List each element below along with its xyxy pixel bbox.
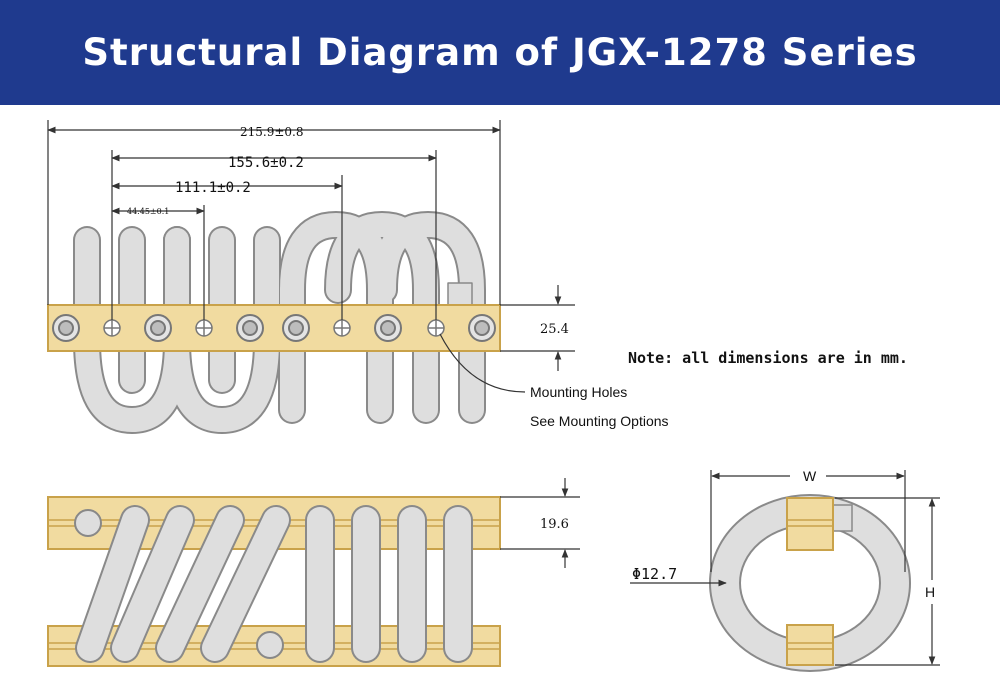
dim-wire-diameter: Φ12.7: [632, 565, 677, 583]
end-lower-block: [786, 624, 834, 666]
dim-side-bar-height: 19.6: [540, 517, 569, 532]
dim-height-label: H: [925, 584, 935, 600]
dim-top-bar-height: 25.4: [540, 322, 569, 337]
title-banner: Structural Diagram of JGX-1278 Series: [0, 0, 1000, 105]
end-view: W H Φ12.7: [630, 468, 940, 672]
callout-mounting-holes: Mounting Holes: [530, 384, 627, 400]
end-upper-block: [786, 497, 834, 551]
structural-drawing: 215.9±0.8 155.6±0.2 111.1±0.2 44.45±0.1 …: [47, 120, 940, 672]
dim-span-inner-holes: 111.1±0.2: [175, 180, 251, 196]
end-dimension-lines: [630, 470, 940, 666]
dim-span-outer-holes: 155.6±0.2: [228, 155, 304, 171]
dimension-note: Note: all dimensions are in mm.: [628, 349, 908, 367]
dim-width-label: W: [803, 468, 817, 484]
side-view: 19.6: [47, 478, 580, 667]
page-title: Structural Diagram of JGX-1278 Series: [82, 31, 918, 74]
dim-hole-pitch: 44.45±0.1: [127, 207, 169, 216]
callout-mounting-options: See Mounting Options: [530, 413, 669, 429]
side-coils: [74, 505, 473, 663]
top-dimension-lines: [47, 120, 575, 393]
dim-overall-length: 215.9±0.8: [240, 125, 304, 139]
top-mounting-bar: [47, 304, 501, 352]
top-view: 215.9±0.8 155.6±0.2 111.1±0.2 44.45±0.1 …: [47, 120, 669, 434]
side-dimension-lines: [500, 478, 580, 568]
top-bolts: [52, 314, 496, 342]
